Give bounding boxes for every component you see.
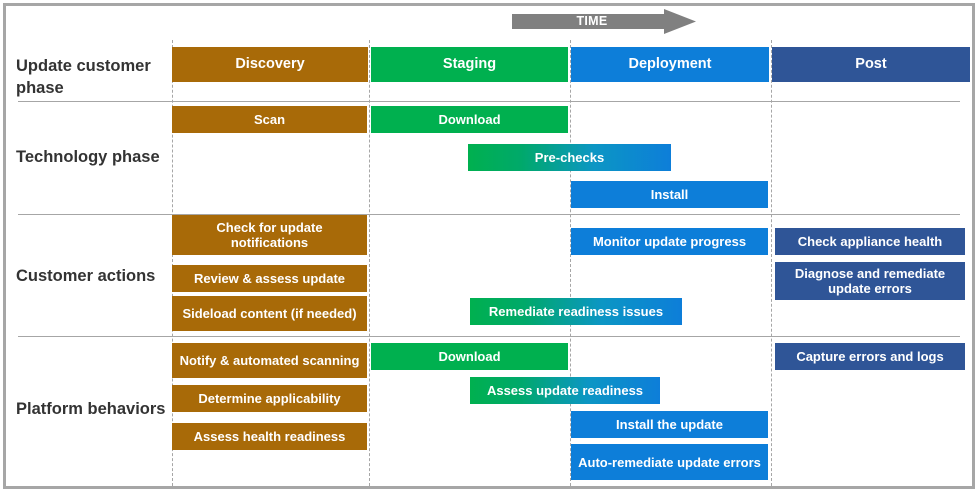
row-label-update-customer-phase: Update customer phase	[16, 57, 151, 97]
platform-bar-assess-health-readiness[interactable]: Assess health readiness	[172, 423, 367, 450]
customer-bar-review-assess-update[interactable]: Review & assess update	[172, 265, 367, 292]
platform-bar-notify-automated-scanning[interactable]: Notify & automated scanning	[172, 343, 367, 378]
platform-bar-capture-errors-and-logs[interactable]: Capture errors and logs	[775, 343, 965, 370]
platform-bar-download[interactable]: Download	[371, 343, 568, 370]
row-divider-3	[18, 336, 960, 337]
tech-bar-download[interactable]: Download	[371, 106, 568, 133]
column-separator-0	[172, 40, 173, 486]
row-divider-1	[18, 101, 960, 102]
phase-header-post[interactable]: Post	[772, 47, 970, 82]
column-separator-1	[369, 40, 370, 486]
time-arrow-label: TIME	[576, 14, 608, 28]
customer-bar-diagnose-remediate-update-errors[interactable]: Diagnose and remediate update errors	[775, 262, 965, 300]
tech-bar-pre-checks[interactable]: Pre-checks	[468, 144, 671, 171]
row-label-customer-actions: Customer actions	[16, 267, 156, 285]
column-separator-2	[570, 40, 571, 486]
column-separator-3	[771, 40, 772, 486]
customer-bar-check-appliance-health[interactable]: Check appliance health	[775, 228, 965, 255]
platform-bar-assess-update-readiness[interactable]: Assess update readiness	[470, 377, 660, 404]
tech-bar-scan[interactable]: Scan	[172, 106, 367, 133]
customer-bar-monitor-update-progress[interactable]: Monitor update progress	[571, 228, 768, 255]
platform-bar-auto-remediate-update-errors[interactable]: Auto-remediate update errors	[571, 444, 768, 480]
tech-bar-install[interactable]: Install	[571, 181, 768, 208]
phase-header-discovery[interactable]: Discovery	[172, 47, 368, 82]
row-label-platform-behaviors: Platform behaviors	[16, 400, 166, 418]
phase-header-staging[interactable]: Staging	[371, 47, 568, 82]
row-label-technology-phase: Technology phase	[16, 148, 160, 166]
time-arrow-icon	[512, 9, 696, 34]
phase-header-deployment[interactable]: Deployment	[571, 47, 769, 82]
platform-bar-determine-applicability[interactable]: Determine applicability	[172, 385, 367, 412]
row-divider-2	[18, 214, 960, 215]
platform-bar-install-the-update[interactable]: Install the update	[571, 411, 768, 438]
customer-bar-remediate-readiness-issues[interactable]: Remediate readiness issues	[470, 298, 682, 325]
customer-bar-check-for-update-notifications[interactable]: Check for update notifications	[172, 215, 367, 255]
customer-bar-sideload-content[interactable]: Sideload content (if needed)	[172, 296, 367, 331]
